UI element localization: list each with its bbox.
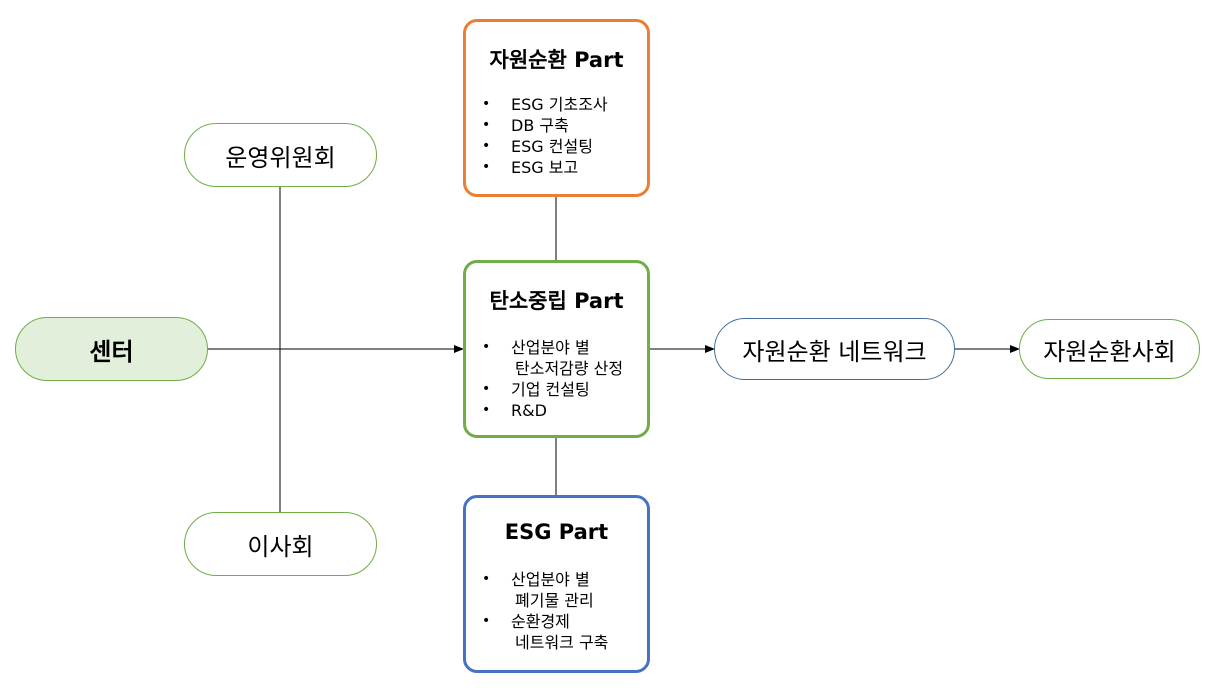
list-item: ESG 보고 [482, 157, 647, 178]
steering-committee-label: 운영위원회 [225, 143, 336, 172]
list-item-line1: 산업분야 별 [511, 338, 590, 357]
network-label: 자원순환 네트워크 [742, 337, 927, 366]
resource-part-box: 자원순환 Part ESG 기초조사 DB 구축 ESG 컨설팅 ESG 보고 [463, 19, 650, 197]
list-item: R&D [482, 400, 647, 421]
esg-part-list: 산업분야 별 폐기물 관리 순환경제 네트워크 구축 [466, 569, 647, 653]
steering-committee-node: 운영위원회 [184, 123, 377, 187]
network-node: 자원순환 네트워크 [714, 318, 955, 380]
society-node: 자원순환사회 [1019, 319, 1200, 379]
board-label: 이사회 [247, 532, 314, 561]
esg-part-box: ESG Part 산업분야 별 폐기물 관리 순환경제 네트워크 구축 [463, 495, 650, 673]
list-item: DB 구축 [482, 115, 647, 136]
society-label: 자원순환사회 [1043, 337, 1176, 366]
list-item: 순환경제 네트워크 구축 [482, 611, 647, 653]
list-item-line2: 네트워크 구축 [515, 633, 609, 652]
resource-part-list: ESG 기초조사 DB 구축 ESG 컨설팅 ESG 보고 [466, 94, 647, 178]
list-item: 산업분야 별 탄소저감량 산정 [482, 337, 647, 379]
carbon-part-box: 탄소중립 Part 산업분야 별 탄소저감량 산정 기업 컨설팅 R&D [463, 260, 650, 438]
list-item: 기업 컨설팅 [482, 379, 647, 400]
carbon-part-title: 탄소중립 Part [489, 289, 624, 313]
carbon-part-list: 산업분야 별 탄소저감량 산정 기업 컨설팅 R&D [466, 337, 647, 421]
list-item-line1: 산업분야 별 [511, 570, 590, 589]
list-item: ESG 컨설팅 [482, 136, 647, 157]
list-item-line2: 폐기물 관리 [515, 591, 594, 610]
resource-part-title: 자원순환 Part [489, 48, 624, 72]
center-label: 센터 [89, 337, 134, 366]
center-node: 센터 [15, 317, 208, 381]
board-node: 이사회 [184, 512, 377, 576]
list-item: ESG 기초조사 [482, 94, 647, 115]
esg-part-title: ESG Part [504, 520, 609, 544]
list-item-line1: 순환경제 [511, 612, 570, 631]
list-item: 산업분야 별 폐기물 관리 [482, 569, 647, 611]
list-item-line2: 탄소저감량 산정 [515, 359, 624, 378]
